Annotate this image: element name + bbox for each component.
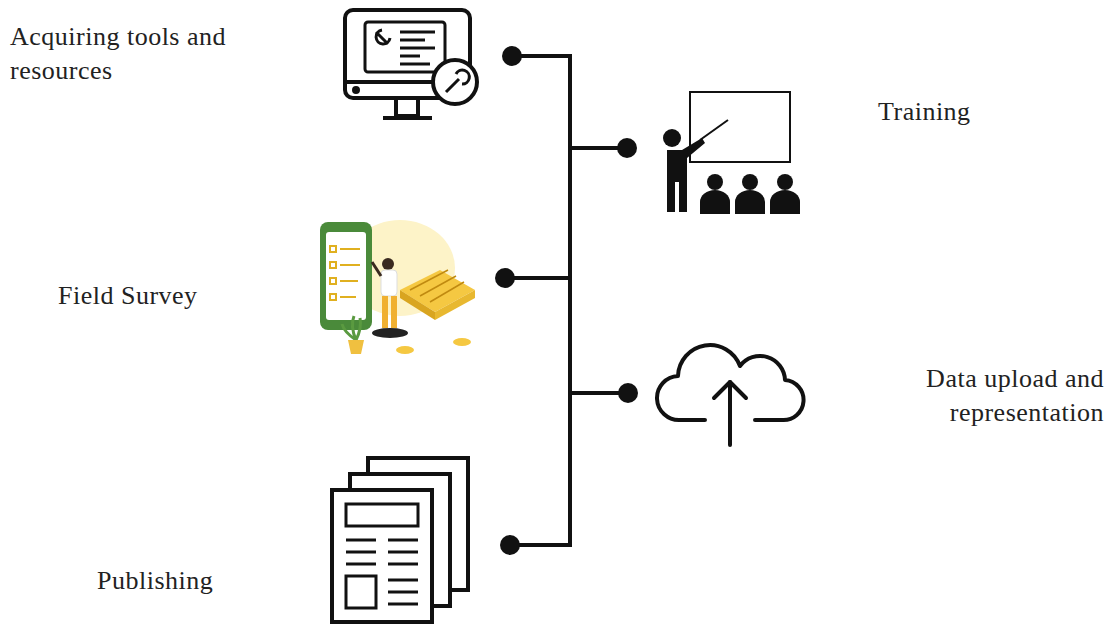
monitor-icon (345, 10, 477, 118)
branch-dots (495, 46, 638, 555)
cloud-upload-icon (657, 345, 804, 445)
branch-dot (495, 268, 515, 288)
step-label: Publishing (97, 564, 317, 598)
training-icon (662, 92, 800, 214)
branch-dot (502, 46, 522, 66)
trunk-line (510, 56, 570, 545)
branch-dot (618, 383, 638, 403)
survey-illustration (320, 220, 475, 354)
branch-dot (617, 138, 637, 158)
step-label: Training (878, 95, 1098, 129)
step-label: Acquiring tools and resources (10, 20, 310, 88)
document-stack-icon (332, 458, 468, 622)
branch-dot (500, 535, 520, 555)
step-label: Field Survey (58, 279, 298, 313)
step-label: Data upload and representation (834, 362, 1104, 430)
connector-tree (505, 56, 628, 545)
